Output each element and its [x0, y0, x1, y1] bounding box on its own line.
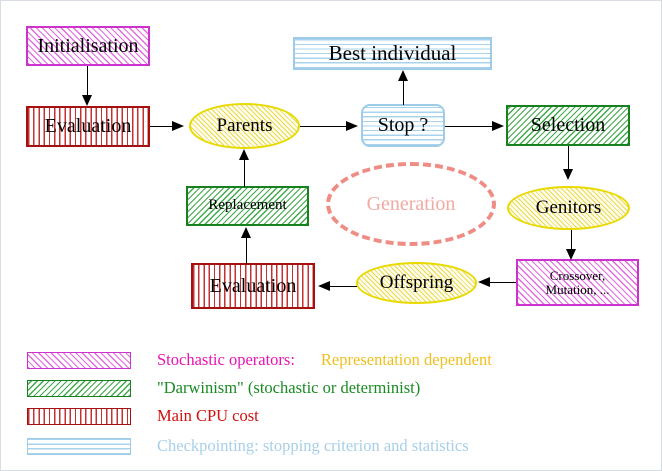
- arrowhead-parents-to-stop: [346, 121, 358, 131]
- legend-label-darwinism: "Darwinism" (stochastic or determinist): [157, 378, 421, 397]
- node-generation: Generation: [326, 162, 496, 246]
- arrowhead-evaluation-to-replacement: [241, 227, 251, 238]
- edge-offspring-to-evaluation: [330, 286, 357, 287]
- legend-swatch-stochastic-operators: [27, 351, 131, 369]
- node-evaluation-top[interactable]: Evaluation: [26, 106, 150, 147]
- edge-genitors-to-crossover: [571, 230, 572, 252]
- edge-selection-to-genitors: [568, 146, 569, 172]
- legend-swatch-main-cpu-cost: [27, 407, 131, 425]
- legend-swatch-checkpointing: [27, 437, 131, 455]
- legend-label-checkpointing: Checkpointing: stopping criterion and st…: [157, 436, 469, 455]
- legend-row: Main CPU cost: [27, 403, 259, 429]
- node-evaluation-bottom[interactable]: Evaluation: [191, 263, 315, 309]
- arrowhead-replacement-to-parents: [239, 149, 249, 160]
- legend-label-stochastic-operators: Stochastic operators:: [157, 350, 295, 369]
- edge-initialisation-to-evaluation: [87, 66, 88, 100]
- edge-evaluation-to-parents: [150, 126, 178, 127]
- node-selection[interactable]: Selection: [506, 105, 630, 146]
- arrowhead-selection-to-genitors: [563, 169, 573, 180]
- legend-row: Stochastic operators: Representation dep…: [27, 347, 492, 373]
- arrowhead-initialisation-to-evaluation: [82, 95, 92, 106]
- edge-stop-to-selection: [445, 126, 495, 127]
- node-stop[interactable]: Stop ?: [361, 104, 445, 147]
- node-initialisation[interactable]: Initialisation: [26, 26, 150, 66]
- edge-replacement-to-parents: [244, 158, 245, 187]
- edge-evaluation-to-replacement: [246, 235, 247, 264]
- arrowhead-stop-to-selection: [492, 121, 504, 131]
- edge-parents-to-stop: [300, 126, 350, 127]
- generation-label: Generation: [366, 192, 456, 215]
- arrowhead-crossover-to-offspring: [478, 277, 490, 287]
- edge-stop-to-best-individual: [403, 79, 404, 105]
- legend-row: Checkpointing: stopping criterion and st…: [27, 433, 469, 459]
- node-crossover-mutation[interactable]: Crossover, Mutation, ...: [516, 259, 639, 306]
- node-genitors[interactable]: Genitors: [507, 186, 630, 230]
- legend-row: "Darwinism" (stochastic or determinist): [27, 375, 420, 401]
- node-parents[interactable]: Parents: [189, 103, 300, 149]
- node-offspring[interactable]: Offspring: [356, 262, 477, 304]
- node-best-individual[interactable]: Best individual: [293, 37, 492, 70]
- legend-label-main-cpu-cost: Main CPU cost: [157, 406, 259, 425]
- arrowhead-stop-to-best-individual: [398, 70, 408, 81]
- arrowhead-genitors-to-crossover: [566, 249, 576, 260]
- node-replacement[interactable]: Replacement: [186, 186, 309, 226]
- arrowhead-offspring-to-evaluation: [318, 281, 330, 291]
- arrowhead-evaluation-to-parents: [172, 121, 184, 131]
- legend-label-representation-dependent: Representation dependent: [320, 350, 492, 369]
- legend-swatch-darwinism: [27, 379, 131, 397]
- edge-crossover-to-offspring: [490, 282, 516, 283]
